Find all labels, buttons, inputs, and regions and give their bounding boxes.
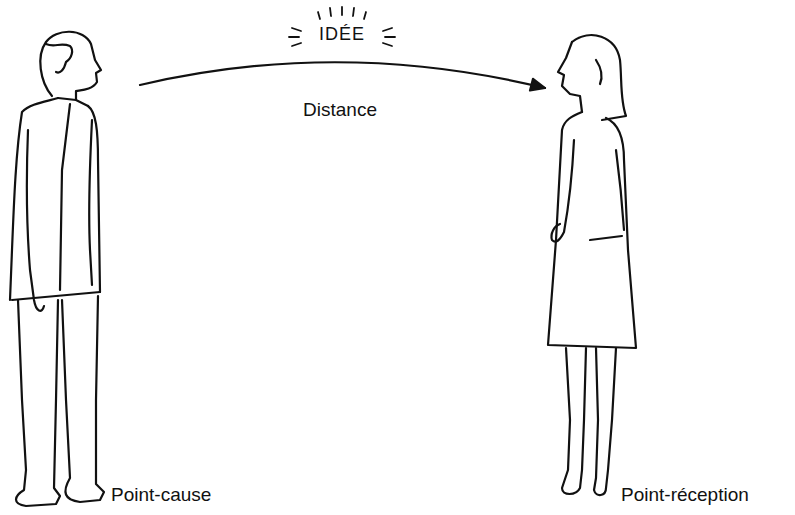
idea-rays — [289, 7, 395, 46]
idea-label: IDÉE — [319, 24, 365, 45]
arrow-head — [530, 79, 545, 91]
woman-figure — [548, 35, 636, 495]
man-figure — [10, 32, 104, 506]
distance-label: Distance — [303, 99, 377, 121]
reception-label: Point-réception — [621, 484, 749, 506]
cause-label: Point-cause — [111, 484, 211, 506]
idea-arrow — [140, 62, 545, 88]
